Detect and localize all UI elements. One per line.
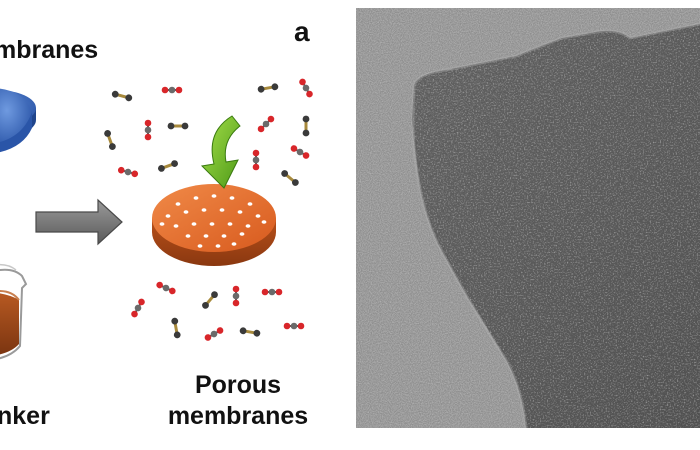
pore-dot [262,220,267,224]
co2-molecule-icon [298,77,314,98]
curved-green-arrow-icon [202,116,240,188]
co2-molecule-icon [203,326,224,342]
co2-molecule-icon [256,114,275,133]
h2-molecule-icon [201,290,220,310]
membranes-label-top: mbranes [0,36,98,65]
co2-molecule-icon [253,150,260,171]
panel-letter: a [294,16,310,48]
pore-dot [198,244,203,248]
pore-dot [256,214,261,218]
co2-molecule-icon [130,297,146,318]
pore-dot [194,196,199,200]
h2-molecule-icon [303,116,310,137]
pore-dot [220,208,225,212]
pore-dot [238,210,243,214]
pore-dot [186,234,191,238]
h2-molecule-icon [171,317,181,339]
pore-dot [176,202,181,206]
pore-dot [202,208,207,212]
pore-dot [174,224,179,228]
co2-molecule-icon [289,144,310,160]
porous-membranes-label: Porous membranes [158,370,318,432]
tem-image [356,8,700,428]
pore-dot [246,224,251,228]
h2-molecule-icon [111,90,133,102]
h2-molecule-icon [103,129,117,151]
porous-label-line2: membranes [158,401,318,432]
co2-molecule-icon [145,120,152,141]
h2-molecule-icon [257,83,279,93]
pore-dot [222,234,227,238]
pore-dot [212,194,217,198]
pore-dot [160,222,165,226]
pore-dot [230,196,235,200]
h2-molecule-icon [280,169,300,188]
h2-molecule-icon [168,123,189,130]
pore-dot [166,214,171,218]
co2-molecule-icon [262,289,283,296]
beaker-with-linker-solution [0,265,26,360]
h2-molecule-icon [157,159,179,173]
h2-molecule-icon [239,327,261,337]
co2-molecule-icon [284,323,305,330]
co2-molecule-icon [162,87,183,94]
pore-dot [184,210,189,214]
pore-dot [210,222,215,226]
co2-molecule-icon [117,166,139,178]
co2-molecule-icon [155,281,176,296]
porous-label-line1: Porous [158,370,318,401]
orange-porous-membrane [152,184,276,266]
pore-dot [248,202,253,206]
linker-label: nker [0,402,50,431]
co2-molecule-icon [233,286,240,307]
pore-dot [192,222,197,226]
pore-dot [216,244,221,248]
tem-micrograph [356,8,700,428]
right-arrow-icon [36,200,122,244]
pore-dot [240,232,245,236]
pore-dot [228,222,233,226]
pore-dot [232,242,237,246]
pore-dot [204,234,209,238]
